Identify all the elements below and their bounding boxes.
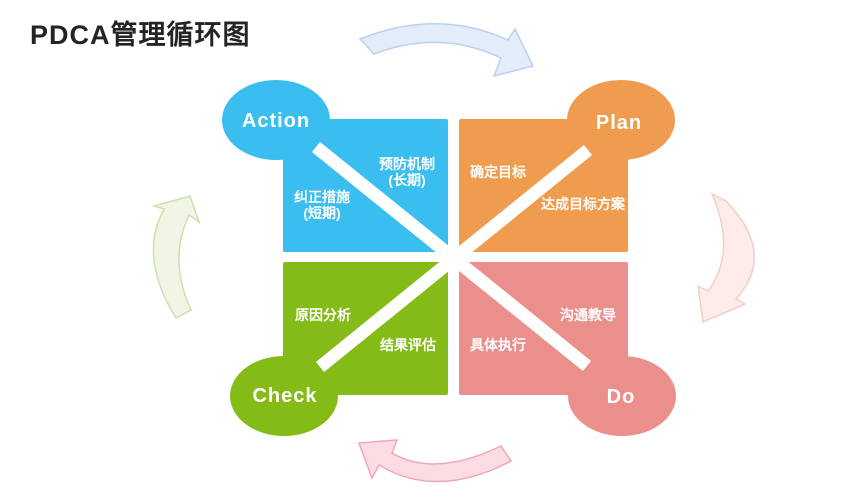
plan-label: Plan	[596, 112, 642, 134]
diagonal-line-ne-sw	[315, 144, 593, 373]
do-label: Do	[607, 386, 636, 408]
action-text-prevention-sub: (长期)	[388, 172, 425, 188]
check-label: Check	[252, 385, 317, 407]
quadrant-texts: 预防机制 (长期) 纠正措施 (短期) 确定目标 达成目标方案 原因分析 结果评…	[294, 156, 626, 353]
curved-arrow-right-icon	[697, 192, 755, 324]
action-text-prevention: 预防机制	[379, 156, 435, 172]
do-text-communicate: 沟通教导	[560, 307, 616, 323]
check-text-result: 结果评估	[380, 337, 436, 353]
check-text-cause: 原因分析	[295, 307, 351, 323]
action-text-correction: 纠正措施	[294, 189, 350, 205]
plan-text-goal: 确定目标	[470, 164, 526, 180]
plan-text-scheme: 达成目标方案	[541, 196, 626, 212]
curved-arrow-left-icon	[151, 195, 201, 319]
action-label: Action	[242, 110, 310, 132]
curved-arrow-bottom-icon	[357, 439, 513, 483]
action-text-correction-sub: (短期)	[303, 205, 340, 221]
center-cross	[311, 141, 593, 373]
curved-arrow-top-icon	[358, 23, 535, 78]
circle-labels: Action Plan Check Do	[242, 110, 642, 408]
page-title: PDCA管理循环图	[30, 20, 251, 50]
do-text-execute: 具体执行	[469, 337, 526, 353]
